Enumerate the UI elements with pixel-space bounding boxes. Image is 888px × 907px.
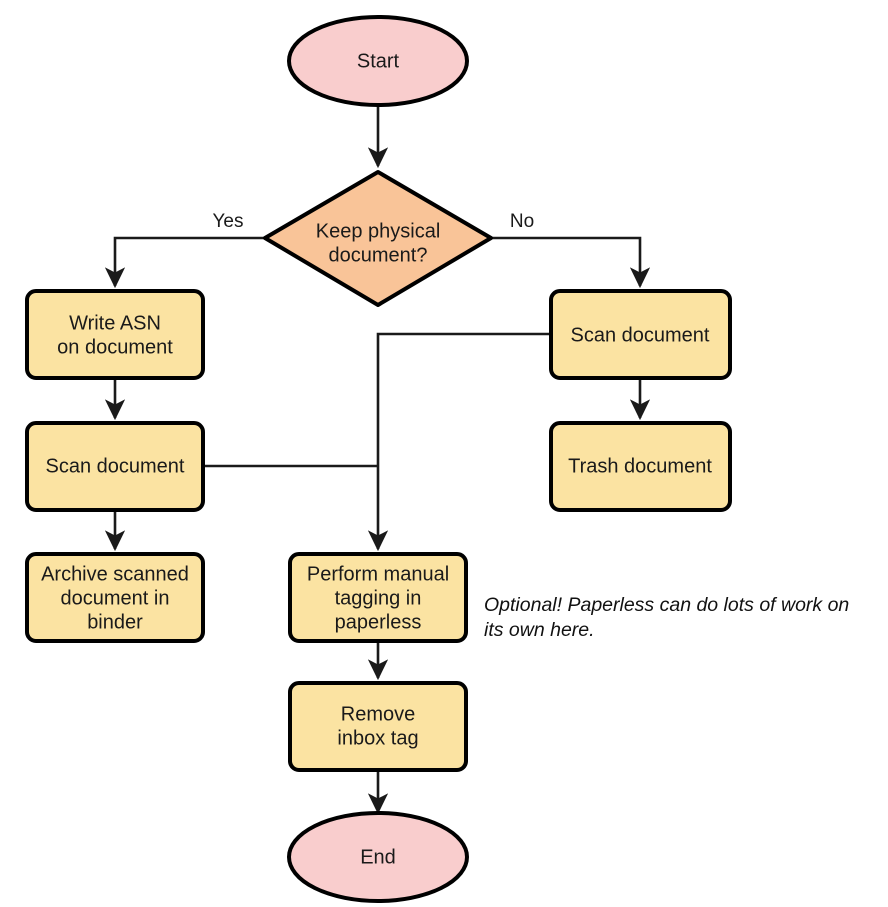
trash-box (549, 421, 732, 512)
write-asn-label-line2: on document (57, 336, 173, 358)
archive-box (25, 552, 205, 643)
archive-label-line3: binder (87, 611, 143, 633)
node-perform-manual-tagging[interactable]: Perform manual tagging in paperless (288, 552, 468, 643)
scan-right-box (549, 289, 732, 380)
tagging-label-line1: Perform manual (307, 563, 449, 585)
remove-inbox-label-line2: inbox tag (337, 727, 418, 749)
edge-label-yes: Yes (213, 211, 244, 232)
decision-diamond (263, 170, 493, 307)
start-ellipse (287, 15, 469, 107)
scan-left-box (25, 421, 205, 512)
node-scan-document-right[interactable]: Scan document (549, 289, 732, 380)
write-asn-box (25, 289, 205, 380)
end-ellipse (287, 811, 469, 903)
write-asn-label-line1: Write ASN (69, 312, 161, 334)
tagging-box (288, 552, 468, 643)
archive-label-line2: document in (61, 587, 170, 609)
node-decision-keep-physical-document[interactable]: Keep physical document? (263, 170, 493, 307)
node-trash-document[interactable]: Trash document (549, 421, 732, 512)
edge-decision-no (491, 236, 651, 289)
tagging-label-line3: paperless (335, 611, 422, 633)
start-label: Start (357, 50, 400, 72)
edge-label-no: No (510, 211, 534, 232)
remove-inbox-box (288, 681, 468, 772)
decision-label-line1: Keep physical (316, 220, 441, 242)
edge-scanright-to-tagging (367, 332, 551, 552)
scan-right-label: Scan document (571, 324, 710, 346)
trash-label: Trash document (568, 455, 712, 477)
node-start[interactable]: Start (287, 15, 469, 107)
decision-label-line2: document? (329, 244, 428, 266)
node-scan-document-left[interactable]: Scan document (25, 421, 205, 512)
node-write-asn-on-document[interactable]: Write ASN on document (25, 289, 205, 380)
edge-decision-yes (104, 236, 265, 289)
node-remove-inbox-tag[interactable]: Remove inbox tag (288, 681, 468, 772)
node-archive-scanned-document[interactable]: Archive scanned document in binder (25, 552, 205, 643)
archive-label-line1: Archive scanned (41, 563, 189, 585)
annotation-note: Optional! Paperless can do lots of work … (484, 594, 849, 641)
node-end[interactable]: End (287, 811, 469, 903)
remove-inbox-label-line1: Remove (341, 703, 415, 725)
annotation-line1: Optional! Paperless can do lots of work … (484, 594, 849, 616)
tagging-label-line2: tagging in (335, 587, 422, 609)
scan-left-label: Scan document (46, 455, 185, 477)
annotation-line2: its own here. (484, 619, 595, 641)
end-label: End (360, 846, 396, 868)
